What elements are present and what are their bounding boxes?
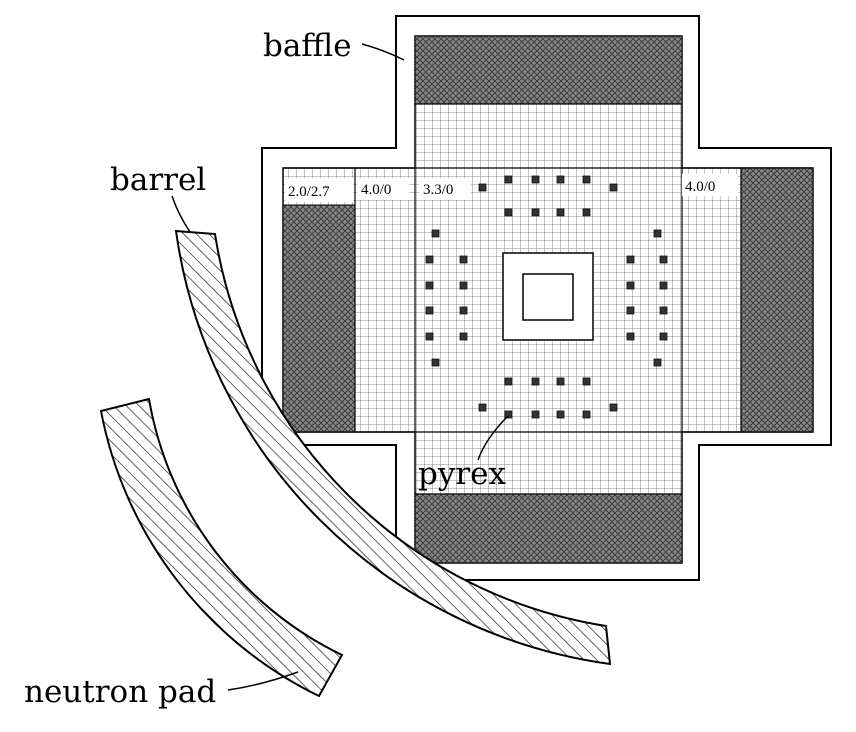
center-channel [522,273,574,321]
leader-lines [171,43,509,691]
dense-region-right [740,167,814,433]
zone-label-2: 4.0/0 [361,182,391,198]
dense-region-top [414,35,683,105]
pyrex-rods [425,175,668,419]
zone-label-bg-4 [682,174,738,196]
dense-region-left [282,204,356,433]
barrel-leader [171,195,191,233]
zone-boundaries [283,103,813,495]
dense-region-bottom [414,493,683,564]
neutron-pad-label: neutron pad [24,674,216,710]
pyrex-leader [477,415,509,461]
baffle-label: baffle [263,28,352,64]
barrel-label: barrel [110,162,206,198]
pyrex-label: pyrex [418,456,507,492]
zone-label-3: 3.3/0 [423,182,453,198]
zone-label-bg-2 [357,178,409,200]
baffle-leader [361,43,405,61]
neutron-pad-leader [227,671,299,691]
barrel-arc [174,229,612,666]
zone-label-1: 2.0/2.7 [288,184,330,200]
neutron-pad-arc [99,397,344,698]
zone-label-bg-3 [419,178,471,200]
zone-label-bg-1 [285,178,353,202]
zone-label-4: 4.0/0 [685,179,715,195]
